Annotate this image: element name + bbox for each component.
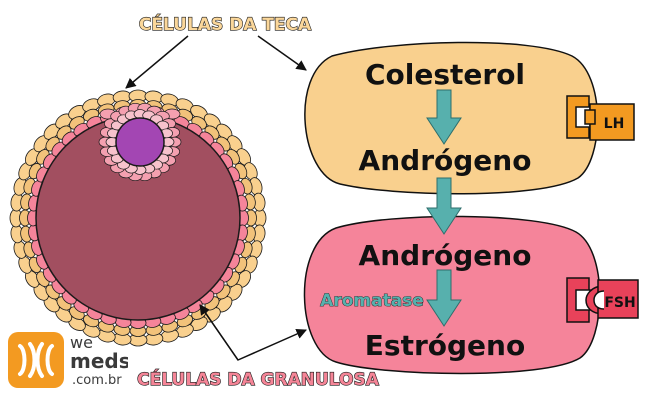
pointer-lines bbox=[125, 35, 307, 361]
teal-arrows bbox=[426, 89, 462, 327]
enzyme-label: Aromatase bbox=[320, 291, 424, 311]
granulosa-cell-shape bbox=[303, 215, 601, 375]
follicle-illustration bbox=[9, 89, 267, 347]
fsh-receptor-icon: FSH bbox=[566, 277, 639, 323]
granulosa-pointer-left bbox=[199, 304, 239, 361]
lh-label: LH bbox=[604, 116, 625, 132]
granulosa-label: CÉLULAS DA GRANULOSA bbox=[137, 368, 380, 390]
lh-receptor-icon: LH bbox=[566, 95, 635, 141]
theca-label: CÉLULAS DA TECA bbox=[139, 13, 312, 35]
logo-line2: meds bbox=[70, 349, 128, 373]
logo-line3: .com.br bbox=[72, 373, 122, 388]
theca-bottom-label: Andrógeno bbox=[359, 144, 532, 177]
theca-pointer-left bbox=[125, 35, 189, 89]
arrow-cholesterol-to-androgen bbox=[426, 89, 462, 145]
cumulus-oophorus bbox=[98, 102, 182, 182]
wemeds-logo: we meds .com.br bbox=[8, 330, 131, 390]
oocyte bbox=[115, 117, 165, 167]
arrow-androgen-to-estrogen bbox=[426, 269, 462, 327]
logo-line1: we bbox=[70, 333, 93, 352]
fsh-label: FSH bbox=[604, 295, 635, 311]
theca-pointer-right bbox=[257, 35, 307, 71]
wemeds-logo-svg: we meds .com.br bbox=[8, 332, 131, 388]
theca-top-label: Colesterol bbox=[365, 58, 525, 91]
granulosa-bottom-label: Estrógeno bbox=[365, 329, 525, 362]
arrow-theca-to-granulosa bbox=[426, 177, 462, 235]
granulosa-top-label: Andrógeno bbox=[359, 239, 532, 272]
